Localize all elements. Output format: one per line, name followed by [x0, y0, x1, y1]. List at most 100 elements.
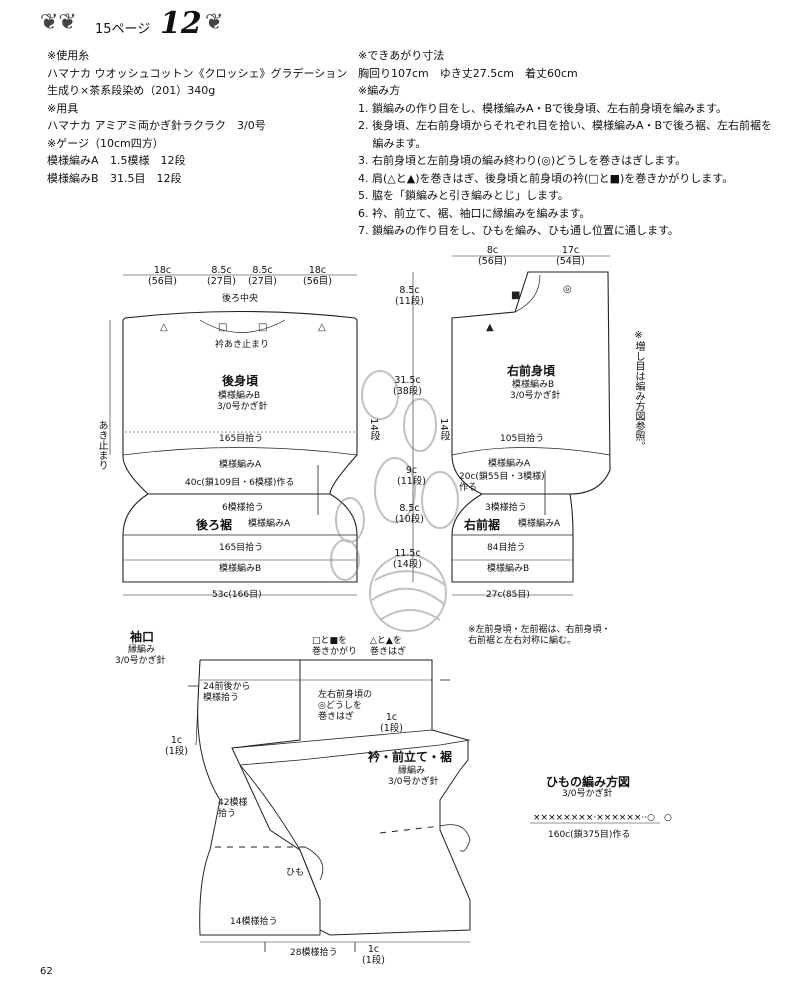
circle-join-note: 左右前身頃の ◎どうしを 巻きはぎ [318, 690, 373, 722]
hem-row-label: 1c (1段) [362, 944, 385, 966]
square-open-marker: □ [218, 322, 227, 333]
front-width-total: 27c(85目) [486, 590, 530, 600]
collar-stop-label: 衿あき止まり [215, 340, 270, 350]
front-dim-2: 17c (54目) [556, 245, 586, 267]
triangle-open-marker: △ [160, 322, 168, 333]
back-hem-title: 後ろ裾 [196, 518, 233, 532]
instruction-step: 6. 衿、前立て、裾、袖口に縁編みを編みます。 [358, 206, 591, 220]
edging-collar-front [239, 764, 321, 935]
edging-front-band [231, 729, 471, 766]
page-reference: 15ページ [95, 22, 151, 37]
instruction-step: 5. 脇を「鎖編みと引き編みとじ」します。 [358, 189, 569, 202]
back-6-patterns-label: 6模様拾う [222, 503, 264, 513]
center-back-label: 後ろ中央 [222, 294, 259, 304]
front-hem-pickup: 84目拾う [487, 543, 526, 553]
back-dim-4: 18c (56目) [303, 265, 333, 287]
instructions-title: ※編み方 [358, 84, 401, 97]
front-body-hook: 3/0号かぎ針 [510, 391, 561, 401]
back-body-curve [122, 447, 358, 456]
back-body-pattern: 模様編みB [218, 391, 261, 401]
front-pickup-label: 105目拾う [500, 434, 545, 444]
chain-end-marker: ○ [664, 813, 672, 823]
center-dim-5: 11.5c (14段) [393, 548, 423, 570]
center-dim-2: 31.5c (38段) [393, 375, 423, 397]
back-hem-pattern-b: 模様編みB [219, 564, 262, 574]
collar-edging-title: 衿・前立て・裾 [368, 750, 453, 764]
instructions-block: ※できあがり寸法 胸回り107cm ゆき丈27.5cm 着丈60cm ※編み方 … [358, 47, 772, 240]
instruction-step: 1. 鎖編みの作り目をし、模様編みA・Bで後身頃、左右前身頃を編みます。 [358, 101, 727, 115]
back-pickup-label: 165目拾う [219, 434, 264, 444]
side-opening-label: あき止まり [96, 420, 107, 470]
front-body-title: 右前身頃 [507, 364, 556, 378]
pattern-number: 12 [160, 6, 202, 41]
finished-title: ※できあがり寸法 [358, 49, 445, 62]
cuff-hook: 3/0号かぎ針 [115, 656, 166, 666]
increase-note: ※増し目は編み方図参照。 [633, 330, 644, 451]
pick-14-label: 14模様拾う [230, 917, 278, 927]
gauge-b: 模様編みB 31.5目 12段 [47, 171, 182, 185]
back-dim-2: 8.5c (27目) [207, 265, 237, 287]
center-dim-4: 8.5c (10段) [395, 503, 425, 525]
center-dim-1: 8.5c (11段) [395, 285, 425, 307]
instruction-step: 編みます。 [358, 136, 427, 150]
square-open-marker: □ [258, 322, 267, 333]
collar-edging-hook: 3/0号かぎ針 [388, 777, 439, 787]
front-hem-pattern-a: 模様編みA [518, 519, 561, 529]
front-3-patterns-label: 3模様拾う [485, 503, 527, 513]
cuff-pick-label: 24前後から 模様拾う [203, 682, 251, 703]
string-chain-label: 160c(鎖375目)作る [548, 830, 631, 840]
back-width-total: 53c(166目) [212, 590, 262, 600]
back-pattern-a-label: 模様編みA [219, 460, 262, 470]
materials-block: ※使用糸 ハマナカ ウオッシュコットン《クロッシェ》グラデーション 生成り×茶系… [47, 47, 347, 187]
square-join-note: □と■を 巻きかがり [312, 636, 358, 657]
pick-28-label: 28模様拾う [290, 948, 338, 958]
watermark-logo-icon [330, 370, 459, 632]
back-body-title: 後身頃 [222, 374, 259, 388]
sleeve-cuff-outline [197, 659, 320, 936]
front-hem-title: 右前裾 [464, 518, 501, 532]
page-number: 62 [40, 966, 53, 977]
instruction-step: 3. 右前身頃と左前身頃の編み終わり(◎)どうしを巻きはぎします。 [358, 154, 687, 167]
yarn-line1: ハマナカ ウオッシュコットン《クロッシェ》グラデーション [47, 66, 348, 80]
triangle-join-note: △と▲を 巻きはぎ [370, 636, 407, 657]
back-dim-3: 8.5c (27目) [248, 265, 278, 287]
front-body-pattern: 模様編みB [512, 380, 555, 390]
ornament-right-icon: ❦ [205, 10, 224, 35]
tools-title: ※用具 [47, 101, 79, 115]
instruction-step: 4. 肩(△と▲)を巻きはぎ、後身頃と前身頃の衿(□と■)を巻きかがりします。 [358, 171, 734, 185]
circle-marker: ◎ [563, 284, 572, 295]
back-chain-label: 40c(鎖109目・6模様)作る [185, 478, 295, 488]
cuff-title: 袖口 [130, 630, 155, 644]
front-pattern-a-label: 模様編みA [488, 459, 531, 469]
gauge-a: 模様編みA 1.5模様 12段 [47, 154, 186, 167]
triangle-open-marker: △ [318, 322, 326, 333]
pick-42-label: 42模様 拾う [218, 798, 248, 819]
front-side-rows: 14段 [438, 418, 449, 441]
collar-edging-pattern: 縁編み [398, 766, 426, 776]
instruction-step: 2. 後身頃、左右前身頃からそれぞれ目を拾い、模様編みA・Bで後ろ裾、左右前裾を [358, 119, 773, 132]
string-hook: 3/0号かぎ針 [562, 789, 613, 799]
back-neckline [199, 319, 286, 333]
cuff-row-label: 1c (1段) [165, 735, 188, 757]
front-hem-pattern-b: 模様編みB [487, 564, 530, 574]
back-hem-pickup: 165目拾う [219, 543, 264, 553]
ornament-left-icon: ❦❦ [40, 10, 77, 35]
front-dim-1: 8c (56目) [478, 245, 508, 267]
edging-row-label: 1c (1段) [380, 712, 403, 734]
back-side-rows: 14段 [368, 418, 379, 441]
back-hem-pattern-a: 模様編みA [248, 519, 291, 529]
gauge-title: ※ゲージ（10cm四方） [47, 136, 164, 150]
square-filled-marker: ■ [511, 290, 520, 301]
chain-stitch-symbols: ××××××××·××××××··○ [533, 813, 655, 823]
triangle-filled-marker: ▲ [486, 322, 494, 333]
string-title: ひもの編み方図 [546, 775, 631, 789]
yarn-title: ※使用糸 [47, 49, 90, 62]
left-side-note: ※左前身頃・左前裾は、右前身頃・ 右前裾と左右対称に編む。 [468, 625, 611, 646]
back-dim-1: 18c (56目) [148, 265, 178, 287]
front-hem-outline [451, 493, 574, 583]
instruction-step: 7. 鎖編みの作り目をし、ひもを編み、ひも通し位置に通します。 [358, 224, 679, 237]
string-position-label: ひも [286, 868, 305, 878]
cuff-pattern: 縁編み [128, 645, 156, 655]
front-chain-label: 20c(鎖55目・3模様) 作る [459, 472, 545, 493]
